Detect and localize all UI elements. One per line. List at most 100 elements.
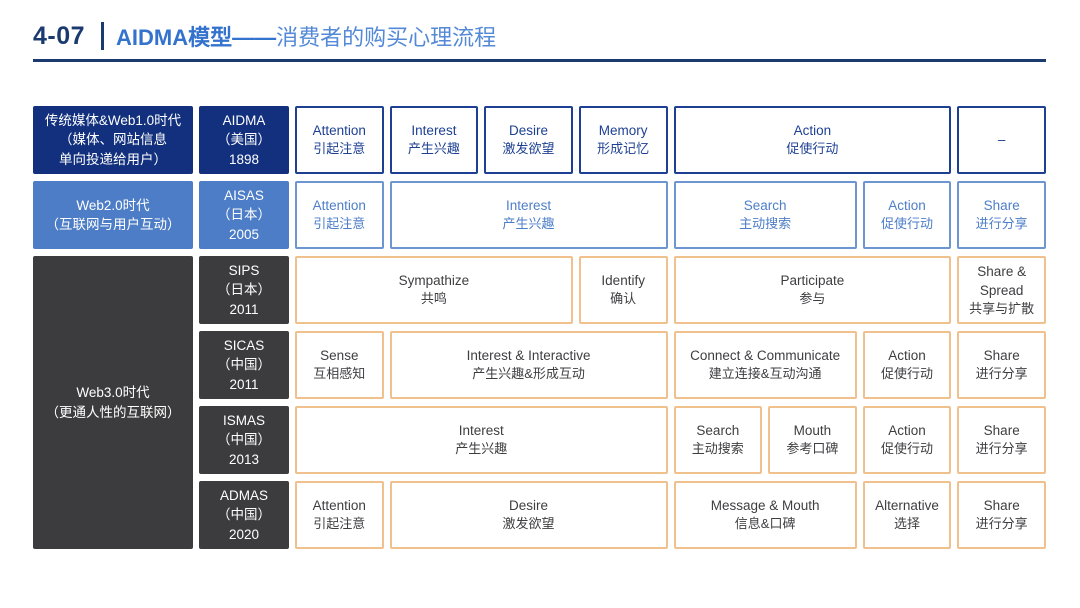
stage-en: Share & Spread (977, 263, 1027, 298)
stage-en: Participate (780, 273, 845, 289)
stage-cell-action: Action 促使行动 (862, 181, 952, 249)
stage-cell-action: Action 促使行动 (862, 331, 952, 399)
stage-en: Search (696, 423, 740, 439)
stage-en: Share (983, 498, 1020, 514)
stage-en: Interest (411, 123, 457, 139)
header-divider (101, 22, 105, 50)
era-line: （媒体、网站信息 (59, 132, 167, 148)
stage-zh: 参与 (799, 291, 826, 307)
stage-zh: 引起注意 (313, 216, 366, 232)
model-origin: （美国） (217, 132, 271, 148)
stage-cell-desire: Desire 激发欲望 (484, 106, 573, 174)
stage-cell-sense: Sense 互相感知 (295, 331, 384, 399)
stage-cell-search: Search 主动搜索 (673, 181, 857, 249)
stage-cell-share: Share 进行分享 (957, 331, 1046, 399)
era-line: Web3.0时代 (76, 385, 150, 401)
stage-cell-share: Share 进行分享 (957, 406, 1046, 474)
model-aisas: AISAS （日本） 2005 (199, 181, 289, 249)
stage-en: Memory (598, 123, 648, 139)
model-name: ISMAS (222, 413, 265, 429)
stage-en: Action (888, 348, 926, 364)
stage-zh: 互相感知 (313, 366, 366, 382)
stage-cell-connect-communicate: Connect & Communicate 建立连接&互动沟通 (673, 331, 857, 399)
era-line: （更通人性的互联网） (45, 404, 181, 420)
stage-en: Search (743, 198, 787, 214)
stage-en: Interest & Interactive (466, 348, 591, 364)
slide-number: 4-07 (33, 21, 86, 50)
stage-cell-attention: Attention 引起注意 (295, 106, 384, 174)
stage-zh: 选择 (894, 516, 921, 532)
stage-zh: 产生兴趣&形成互动 (472, 366, 585, 382)
stage-zh: 引起注意 (313, 141, 366, 157)
model-name: AISAS (224, 188, 264, 204)
stage-cell-share: Share 进行分享 (957, 481, 1046, 549)
model-name: SIPS (228, 263, 260, 279)
stage-en: Attention (312, 198, 366, 214)
stage-en: Connect & Communicate (690, 348, 841, 364)
stage-cell-search: Search 主动搜索 (673, 406, 763, 474)
stage-zh: 参考口碑 (786, 441, 839, 457)
stage-zh: 促使行动 (881, 216, 934, 232)
model-admas: ADMAS （中国） 2020 (199, 481, 289, 549)
stage-en: Desire (509, 123, 549, 139)
stage-zh: 产生兴趣 (502, 216, 555, 232)
stage-cell-mouth: Mouth 参考口碑 (768, 406, 857, 474)
title-model-name: AIDMA模型—— (116, 25, 277, 50)
stage-cell-interest-interactive: Interest & Interactive 产生兴趣&形成互动 (389, 331, 668, 399)
stage-en: Action (888, 198, 926, 214)
stage-zh: 产生兴趣 (407, 141, 460, 157)
stage-en: Action (888, 423, 926, 439)
stage-en: Alternative (875, 498, 939, 514)
stage-cell-identify: Identify 确认 (578, 256, 668, 324)
title-subtitle: 消费者的购买心理流程 (276, 25, 497, 50)
era-line: 传统媒体&Web1.0时代 (44, 113, 182, 129)
page-title: AIDMA模型—— 消费者的购买心理流程 (116, 20, 496, 52)
stage-cell-none: – (957, 106, 1046, 174)
model-name: AIDMA (222, 113, 266, 129)
stage-cell-share: Share 进行分享 (957, 181, 1046, 249)
stage-cell-message-mouth: Message & Mouth 信息&口碑 (673, 481, 857, 549)
model-origin: （中国） (217, 432, 271, 448)
stage-zh: 进行分享 (975, 216, 1028, 232)
stage-zh: 确认 (610, 291, 637, 307)
model-origin: （日本） (217, 282, 271, 298)
stage-cell-participate: Participate 参与 (673, 256, 952, 324)
stage-cell-action: Action 促使行动 (673, 106, 952, 174)
model-sips: SIPS （日本） 2011 (199, 256, 289, 324)
stage-cell-desire: Desire 激发欲望 (389, 481, 668, 549)
model-year: 2011 (229, 376, 259, 392)
stage-en: Attention (312, 498, 366, 514)
stage-cell-action: Action 促使行动 (862, 406, 952, 474)
model-year: 1898 (228, 151, 260, 167)
era-web3: Web3.0时代 （更通人性的互联网） (33, 256, 193, 549)
stage-zh: 促使行动 (786, 141, 839, 157)
model-origin: （中国） (217, 357, 271, 373)
stage-en: Interest (458, 423, 504, 439)
stage-cell-memory: Memory 形成记忆 (578, 106, 668, 174)
stage-zh: 产生兴趣 (455, 441, 508, 457)
stage-en: Sympathize (398, 273, 470, 289)
stage-zh: 建立连接&互动沟通 (708, 366, 822, 382)
stage-zh: 主动搜索 (691, 441, 744, 457)
stage-cell-interest: Interest 产生兴趣 (295, 406, 668, 474)
slide-header: 4-07 AIDMA模型—— 消费者的购买心理流程 (33, 20, 496, 52)
model-sicas: SICAS （中国） 2011 (199, 331, 289, 399)
model-origin: （中国） (217, 507, 271, 523)
stage-cell-sympathize: Sympathize 共鸣 (295, 256, 573, 324)
stage-en: Share (983, 348, 1020, 364)
era-web1: 传统媒体&Web1.0时代 （媒体、网站信息 单向投递给用户） (33, 106, 193, 174)
model-name: ADMAS (219, 488, 268, 504)
stage-en: Share (983, 423, 1020, 439)
stage-cell-interest: Interest 产生兴趣 (389, 181, 668, 249)
stage-cell-alternative: Alternative 选择 (862, 481, 952, 549)
header-rule (33, 59, 1046, 62)
stage-en: Sense (320, 348, 359, 364)
stage-en: Desire (509, 498, 549, 514)
model-year: 2013 (228, 451, 260, 467)
stage-en: Attention (312, 123, 366, 139)
era-web2: Web2.0时代 （互联网与用户互动） (33, 181, 193, 249)
stage-cell-attention: Attention 引起注意 (295, 181, 384, 249)
stage-zh: 促使行动 (881, 441, 934, 457)
model-name: SICAS (223, 338, 265, 354)
